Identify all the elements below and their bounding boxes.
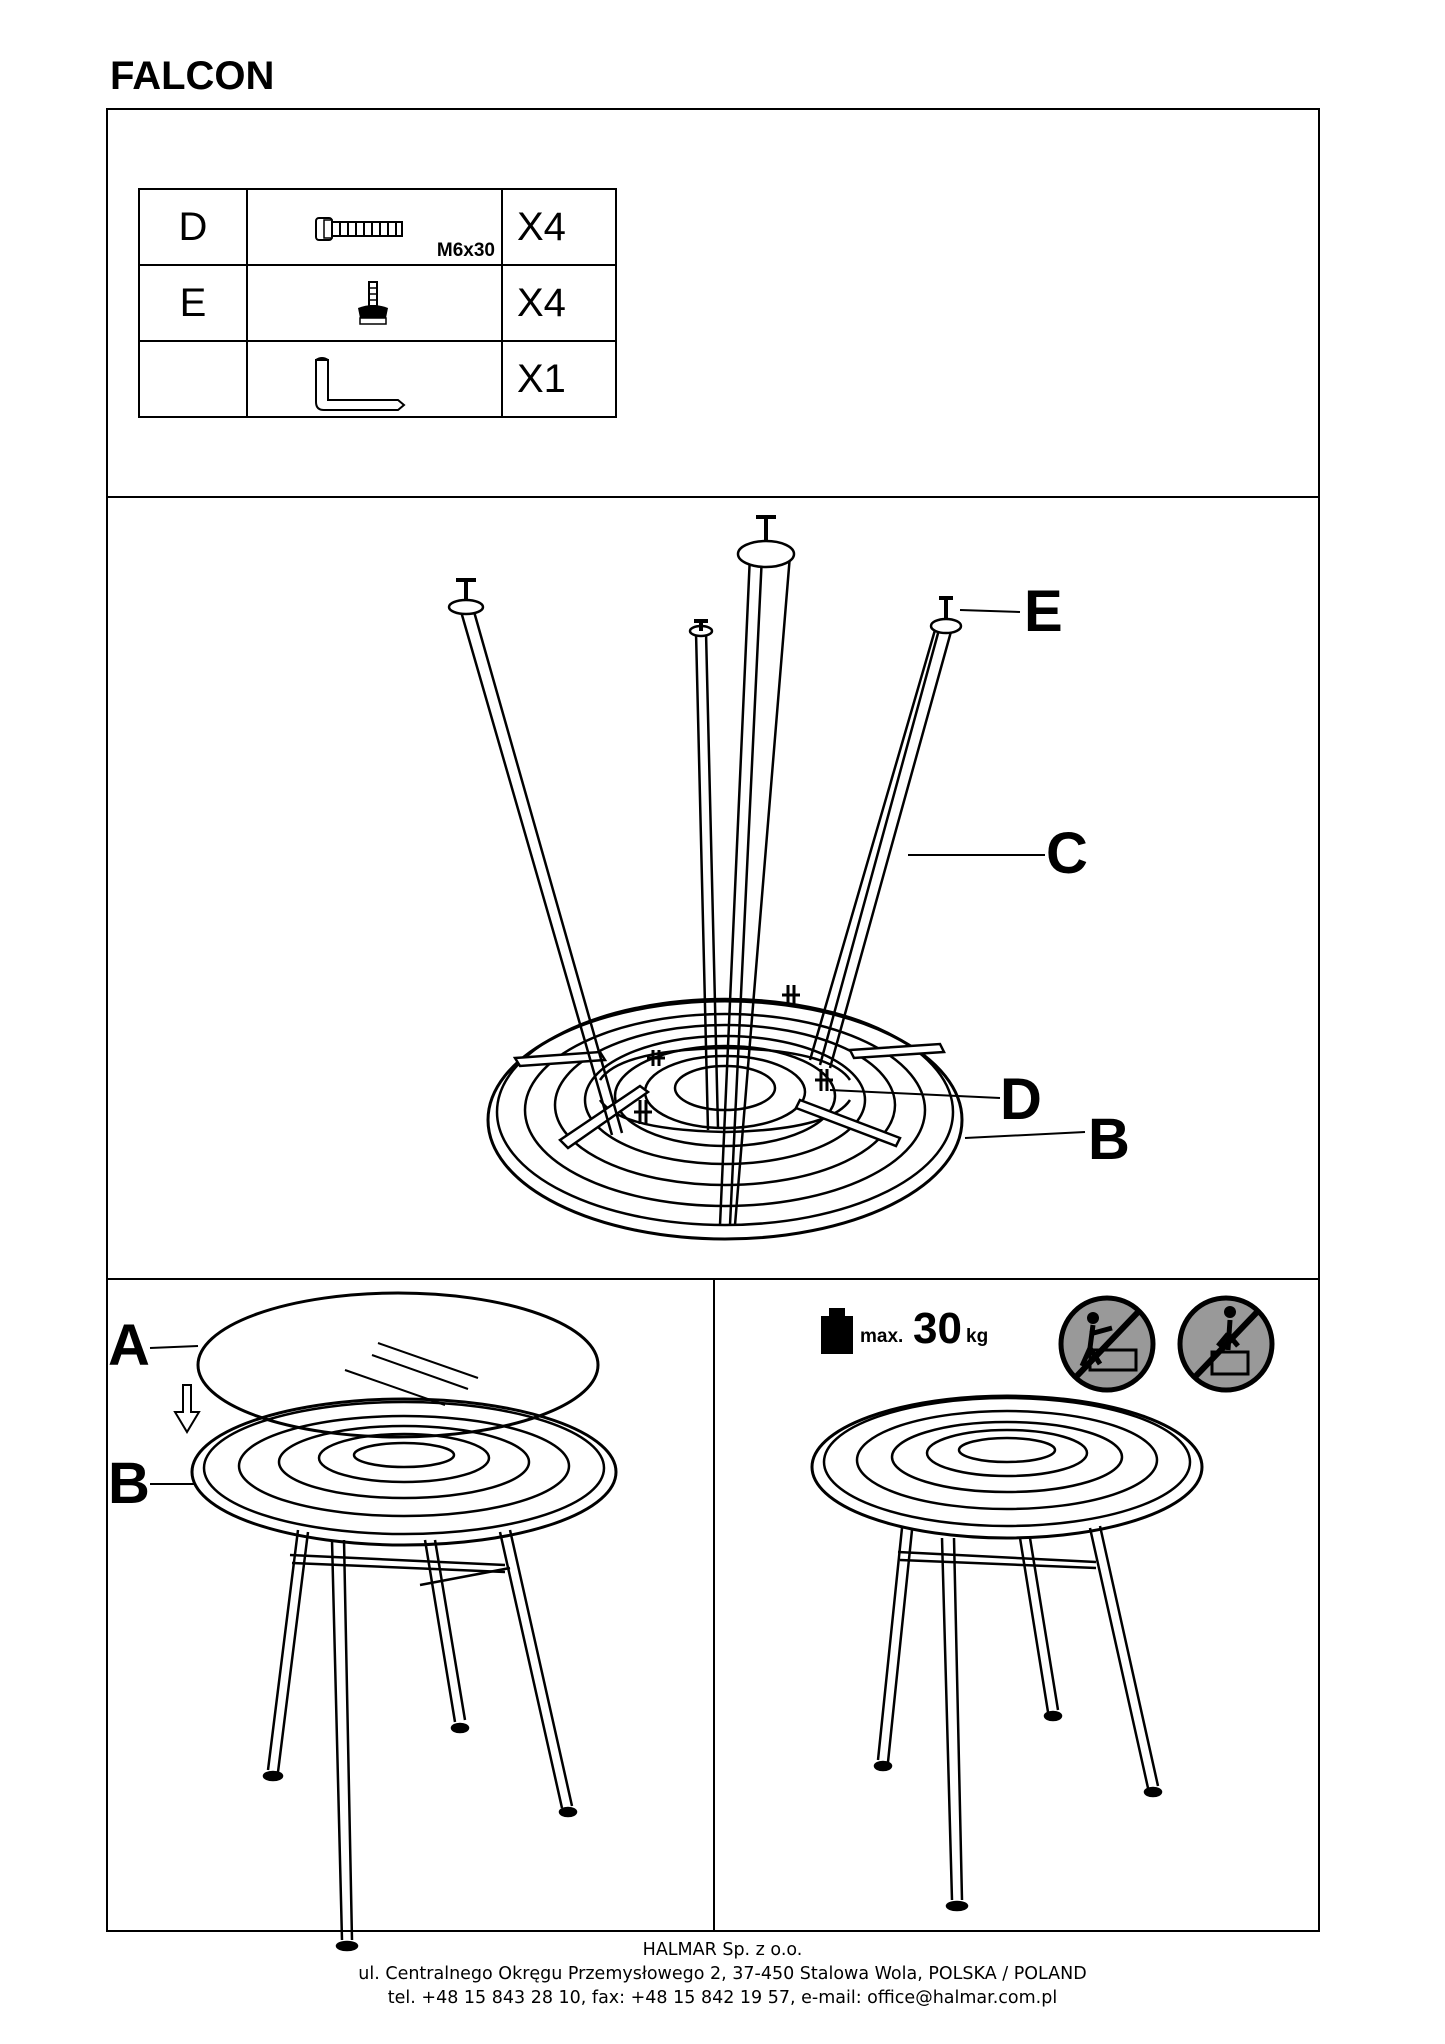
- section-divider: [713, 1278, 715, 1932]
- label-c: C: [1046, 821, 1088, 886]
- weight-icon: [821, 1308, 853, 1354]
- footer-contact: tel. +48 15 843 28 10, fax: +48 15 842 1…: [387, 1988, 1058, 2008]
- allen-key-icon: [315, 357, 406, 411]
- parts-row: X1: [138, 340, 617, 418]
- part-illustration: [246, 264, 503, 342]
- part-letter: E: [138, 264, 248, 342]
- label-b: B: [1088, 1107, 1130, 1172]
- max-load-value: 30: [913, 1304, 962, 1353]
- step-legs-illustration: [447, 515, 1086, 1241]
- label-a: A: [108, 1313, 150, 1378]
- step-glass-illustration: [149, 1291, 618, 1952]
- footer-company: HALMAR Sp. z o.o.: [642, 1940, 803, 1960]
- parts-row: E X4: [138, 264, 617, 342]
- part-quantity: X4: [501, 188, 617, 266]
- label-d: D: [1000, 1067, 1042, 1132]
- max-load-prefix: max.: [860, 1326, 904, 1347]
- part-quantity: X1: [501, 340, 617, 418]
- no-climbing-icon: [1177, 1295, 1275, 1393]
- part-illustration: [246, 340, 503, 418]
- label-e: E: [1024, 579, 1063, 644]
- section-divider: [106, 496, 1320, 498]
- part-letter: [138, 340, 248, 418]
- document-title: FALCON: [110, 54, 275, 98]
- label-b: B: [108, 1451, 150, 1516]
- assembled-table-illustration: [810, 1394, 1204, 1912]
- parts-row: D M6x30 X4: [138, 188, 617, 266]
- max-load-unit: kg: [966, 1326, 989, 1347]
- bolt-icon: [315, 217, 403, 241]
- part-quantity: X4: [501, 264, 617, 342]
- parts-table: D M6x30 X4 E X4: [138, 188, 617, 418]
- footer-address: ul. Centralnego Okręgu Przemysłowego 2, …: [358, 1964, 1087, 1984]
- no-standing-icon: [1058, 1295, 1156, 1393]
- bolt-spec: M6x30: [436, 240, 495, 261]
- part-illustration: M6x30: [246, 188, 503, 266]
- part-letter: D: [138, 188, 248, 266]
- leveling-foot-icon: [358, 281, 388, 325]
